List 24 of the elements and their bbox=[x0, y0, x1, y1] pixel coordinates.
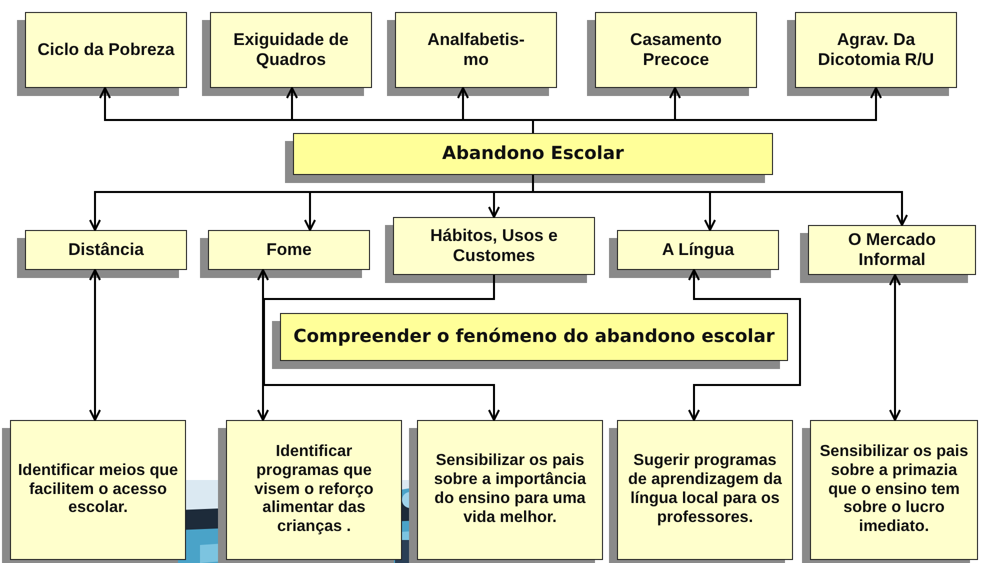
box-text: Distância bbox=[68, 240, 144, 260]
box-text: Hábitos, Usos e Customes bbox=[429, 226, 559, 266]
box-text: A Língua bbox=[662, 240, 734, 260]
box-text: Casamento Precoce bbox=[629, 30, 723, 70]
arrow bbox=[89, 269, 101, 421]
box-text: O Mercado Informal bbox=[847, 230, 937, 270]
box-text: Analfabetis- mo bbox=[426, 30, 526, 70]
arrow bbox=[889, 274, 901, 421]
box-text: Ciclo da Pobreza bbox=[38, 40, 174, 60]
box-text: Agrav. Da Dicotomia R/U bbox=[816, 30, 936, 70]
arrow bbox=[263, 275, 500, 421]
arrow bbox=[532, 87, 882, 133]
box-text: Exiguidade de Quadros bbox=[232, 30, 350, 70]
arrow bbox=[532, 175, 908, 226]
box-text: Sugerir programas de aprendizagem da língua local para os professores. bbox=[627, 452, 783, 528]
heading-text: Abandono Escolar bbox=[442, 143, 624, 165]
arrow bbox=[688, 269, 801, 421]
box-text: Fome bbox=[266, 240, 312, 260]
box-text: Identificar meios que facilitem o acesso escolar. bbox=[17, 462, 179, 518]
box-text: Sensibilizar os pais sobre a importância do ensino para uma vida melhor. bbox=[432, 452, 588, 528]
heading-text: Compreender o fenómeno do abandono escolar bbox=[293, 326, 775, 348]
arrow bbox=[257, 269, 269, 421]
box-text: Identificar programas que visem o reforço alimentar das crianças . bbox=[253, 442, 375, 538]
box-text: Sensibilizar os pais sobre a primazia que o ensino tem sobre o lucro imediato. bbox=[818, 442, 970, 538]
